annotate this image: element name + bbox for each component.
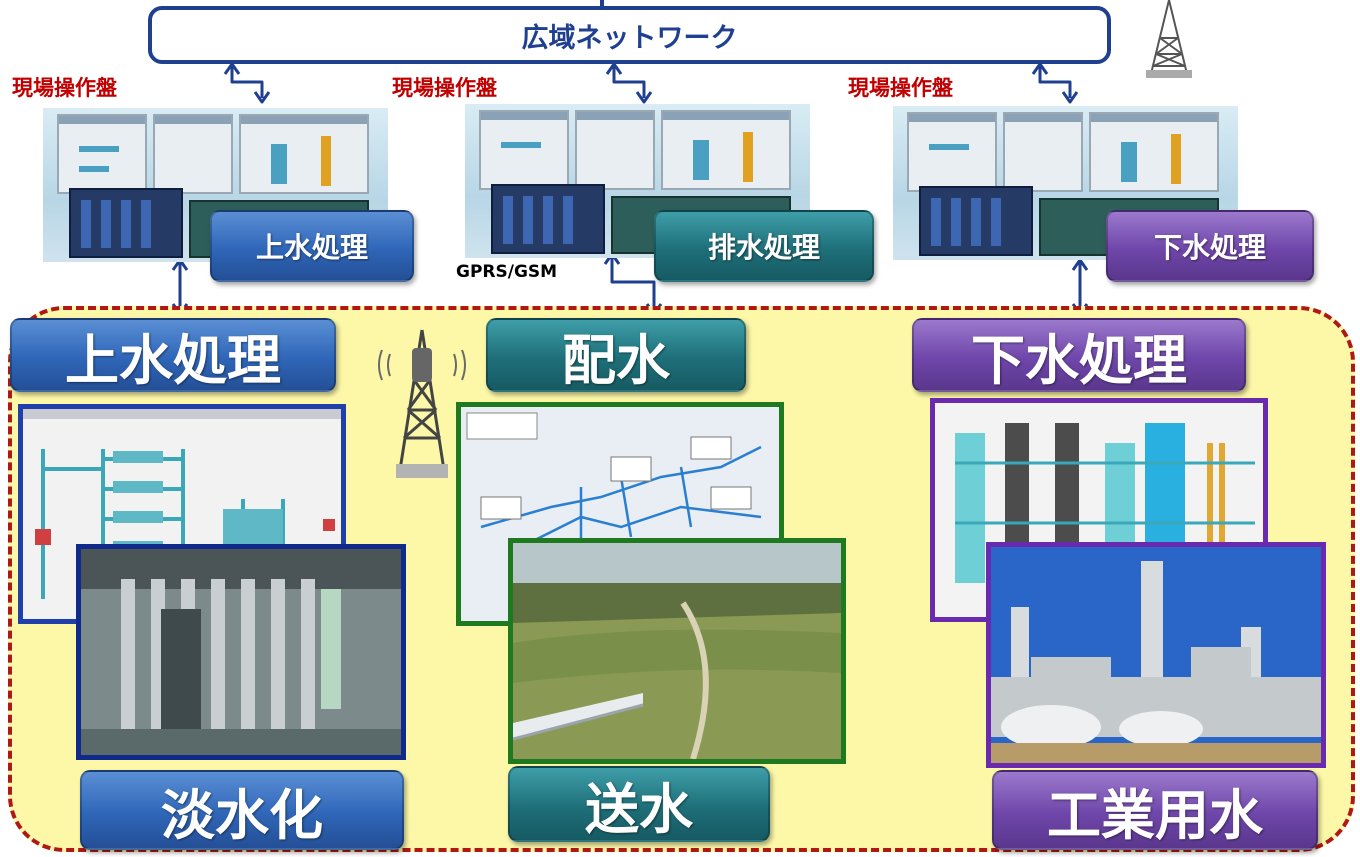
industrial-water-plant-photo	[986, 542, 1326, 768]
category-desalination[interactable]: 淡水化	[80, 770, 404, 850]
panel-button-water-treatment[interactable]: 上水処理	[210, 210, 414, 282]
gprs-gsm-label: GPRS/GSM	[456, 262, 558, 282]
category-water-transmission[interactable]: 送水	[508, 766, 770, 842]
category-distribution[interactable]: 配水	[486, 318, 746, 392]
desalination-plant-photo	[76, 544, 406, 760]
water-transmission-photo	[508, 538, 846, 764]
category-water-treatment[interactable]: 上水処理	[10, 318, 336, 392]
radio-tower-icon	[376, 320, 468, 480]
wide-area-network-bar: 広域ネットワーク	[148, 6, 1111, 64]
radio-tower-icon	[1138, 0, 1200, 78]
panel-button-sewage-treatment[interactable]: 下水処理	[1106, 210, 1314, 282]
distribution-network-map	[456, 402, 784, 626]
category-sewage-treatment[interactable]: 下水処理	[912, 318, 1246, 392]
wide-area-network-label: 広域ネットワーク	[521, 22, 738, 54]
wan-uplink	[600, 0, 604, 8]
field-panel-label-3: 現場操作盤	[848, 76, 953, 100]
field-panel-label-1: 現場操作盤	[12, 76, 117, 100]
category-industrial-water[interactable]: 工業用水	[992, 770, 1318, 850]
panel-button-wastewater-treatment[interactable]: 排水処理	[654, 210, 874, 282]
field-panel-label-2: 現場操作盤	[392, 76, 497, 100]
